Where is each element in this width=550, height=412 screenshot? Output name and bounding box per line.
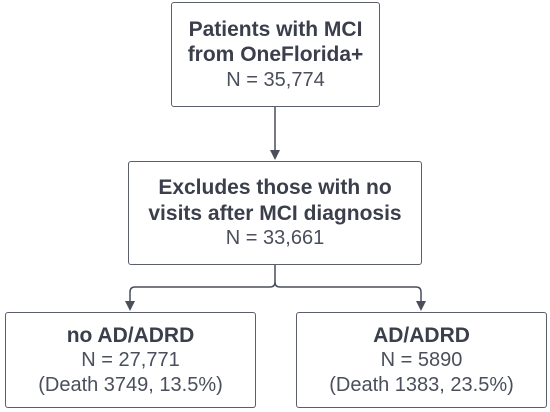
connector-excludes-to-ad	[274, 281, 426, 311]
node-death-detail: (Death 3749, 13.5%)	[38, 373, 223, 396]
node-ad-adrd: AD/ADRD N = 5890 (Death 1383, 23.5%)	[296, 312, 547, 408]
connector-excludes-to-no-ad	[125, 265, 276, 311]
node-patients-with-mci: Patients with MCI from OneFlorida+ N = 3…	[171, 2, 380, 107]
node-count: N = 35,774	[226, 68, 325, 91]
node-no-ad-adrd: no AD/ADRD N = 27,771 (Death 3749, 13.5%…	[5, 312, 256, 408]
node-title-line: Patients with MCI	[188, 17, 363, 41]
node-title-line: visits after MCI diagnosis	[148, 201, 402, 225]
node-count: N = 27,771	[81, 349, 180, 372]
node-death-detail: (Death 1383, 23.5%)	[329, 373, 514, 396]
node-count: N = 33,661	[225, 227, 325, 250]
node-title: AD/ADRD	[373, 323, 470, 347]
node-count: N = 5890	[380, 349, 463, 372]
node-title-line: Excludes those with no	[158, 176, 392, 200]
node-title-line: from OneFlorida+	[187, 43, 364, 67]
node-title: no AD/ADRD	[66, 323, 195, 347]
node-excludes-no-visits: Excludes those with no visits after MCI …	[128, 161, 422, 265]
